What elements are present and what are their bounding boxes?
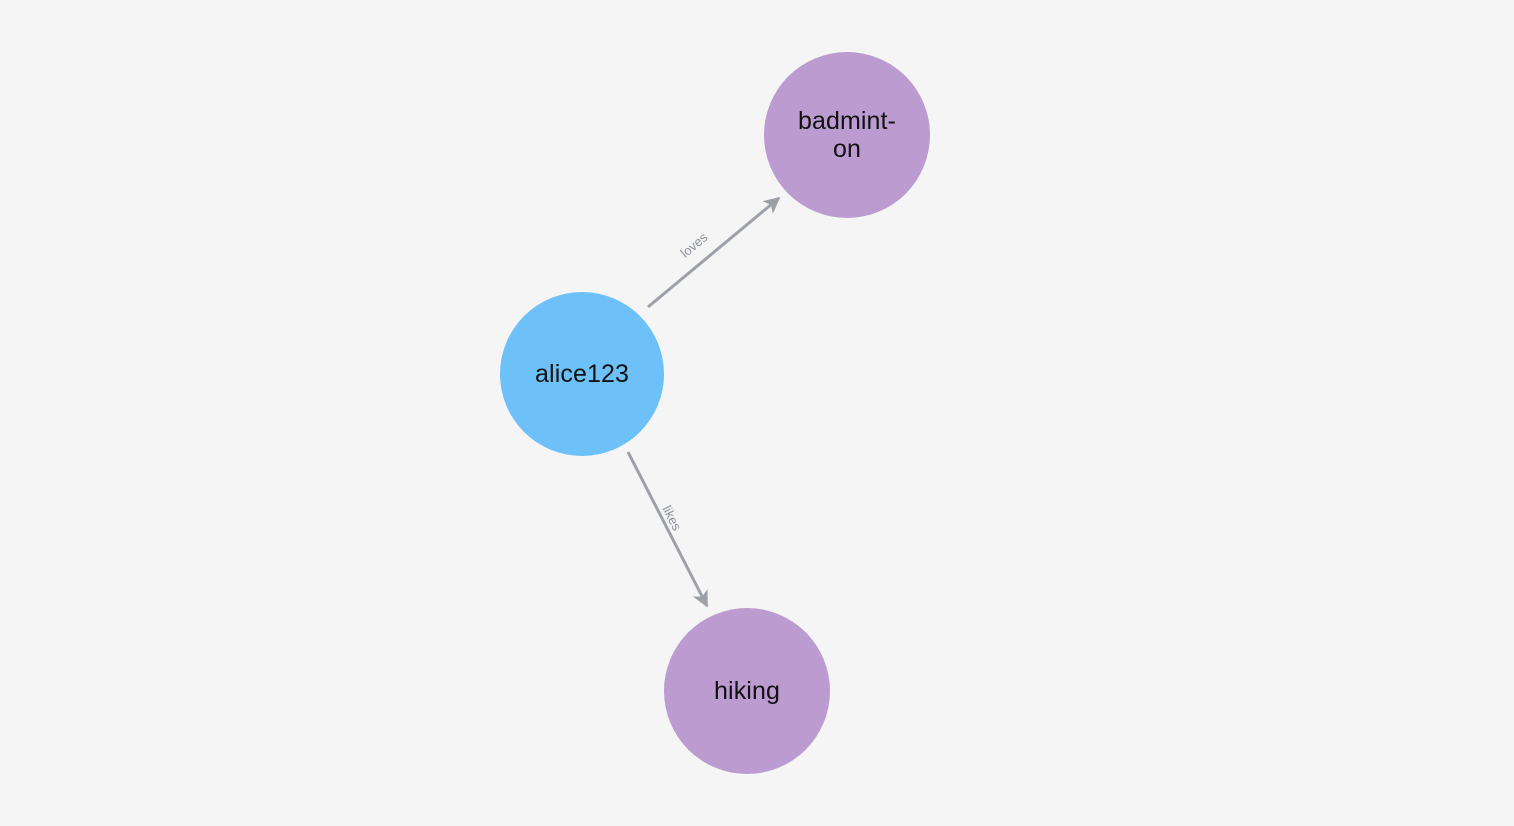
graph-node-label-badminton: badmint- on (797, 107, 897, 163)
graph-node-alice123[interactable]: alice123 (500, 292, 664, 456)
graph-node-badminton[interactable]: badmint- on (764, 52, 930, 218)
graph-node-hiking[interactable]: hiking (664, 608, 830, 774)
graph-node-label-alice123: alice123 (535, 360, 629, 388)
graph-edge-likes[interactable] (626, 451, 709, 608)
graph-node-label-hiking: hiking (714, 677, 780, 705)
graph-edge-loves[interactable] (647, 196, 781, 309)
